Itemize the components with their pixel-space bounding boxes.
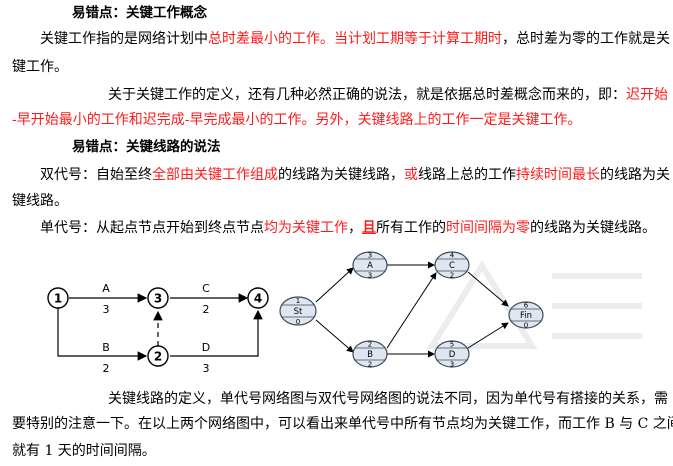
p4-text-e: 所有工作的 xyxy=(376,220,446,236)
p1-emphasis-b: 总时差最小的工作。 xyxy=(208,31,334,47)
paragraph-2-line-1: 关于关键工作的定义，还有几种必然正确的说法，就是依据总时差概念而来的，即：迟开始 xyxy=(108,86,668,104)
p4-text-g: 的线路为关键线路。 xyxy=(530,220,656,236)
paragraph-3-line-1: 双代号：自始至终全部由关键工作组成的线路为关键线路，或线路上总的工作持续时间最长… xyxy=(40,166,670,184)
p3-emphasis-b: 全部由关键工作组成 xyxy=(152,167,278,183)
activity-a-name: A xyxy=(102,282,110,295)
node-st: 1 St 0 xyxy=(279,296,317,326)
svg-text:1: 1 xyxy=(54,292,62,306)
heading-key-work-concept: 易错点：关键工作概念 xyxy=(72,5,207,21)
svg-text:C: C xyxy=(449,261,455,271)
p4-emphasis-d: 且 xyxy=(362,220,376,236)
p3-emphasis-f: 持续时间最长 xyxy=(516,167,600,183)
svg-text:3: 3 xyxy=(368,272,372,280)
p2-text-a: 关于关键工作的定义，还有几种必然正确的说法，就是依据总时差概念而来的，即： xyxy=(108,87,626,103)
activity-d-duration: 3 xyxy=(203,362,210,375)
p3-text-a: 双代号：自始至终 xyxy=(40,167,152,183)
p3-text-c: 的线路为关键线路， xyxy=(278,167,404,183)
svg-text:B: B xyxy=(367,350,373,360)
svg-text:3: 3 xyxy=(450,361,454,369)
svg-text:2: 2 xyxy=(368,341,372,349)
node-3: 3 xyxy=(147,287,169,309)
arrow-b xyxy=(57,307,148,361)
activity-b-name: B xyxy=(102,341,110,354)
paragraph-2-line-2: -早开始最小的工作和迟完成-早完成最小的工作。另外，关键线路上的工作一定是关键工… xyxy=(12,111,581,129)
p2-emphasis-b: 迟开始 xyxy=(626,87,668,103)
activity-a-duration: 3 xyxy=(103,303,110,316)
edge-b-c xyxy=(386,272,437,349)
node-d: 5 D 3 xyxy=(434,340,470,369)
p1-text-d: ，总时差为零的工作就是关 xyxy=(502,31,670,47)
activity-b-duration: 2 xyxy=(103,362,110,375)
p4-text-a: 单代号：从起点节点开始到终点节点 xyxy=(40,220,264,236)
p3-emphasis-d: 或 xyxy=(404,167,418,183)
p3-text-g: 的线路为关 xyxy=(600,167,670,183)
edge-st-b xyxy=(315,319,354,353)
activity-d-name: D xyxy=(202,341,210,354)
p4-text-c: ， xyxy=(348,220,362,236)
p1-emphasis-c: 当计划工期等于计算工期时 xyxy=(334,31,502,47)
p3-text-e: 线路上总的工作 xyxy=(418,167,516,183)
svg-text:4: 4 xyxy=(254,292,262,306)
paragraph-1-line-1: 关键工作指的是网络计划中总时差最小的工作。当计划工期等于计算工期时，总时差为零的… xyxy=(40,30,670,48)
activity-c-name: C xyxy=(202,282,210,295)
edge-d-fin xyxy=(467,322,509,349)
p2-emphasis-c: -早开始最小的工作和迟完成-早完成最小的工作。 xyxy=(12,112,316,128)
paragraph-5-line-2: 要特别的注意一下。在以上两个网络图中，可以看出来单代号中所有节点均为关键工作，而… xyxy=(12,416,673,432)
node-a: 3 A 3 xyxy=(352,251,388,280)
svg-text:4: 4 xyxy=(450,252,455,260)
svg-text:St: St xyxy=(294,307,303,317)
node-2: 2 xyxy=(147,345,169,367)
svg-text:2: 2 xyxy=(450,272,454,280)
paragraph-4-line-1: 单代号：从起点节点开始到终点节点均为关键工作，且所有工作的时间间隔为零的线路为关… xyxy=(40,219,656,237)
p4-emphasis-f: 时间间隔为零 xyxy=(446,220,530,236)
single-code-network-diagram: 1 St 0 3 A 3 2 B 2 4 C 2 xyxy=(279,251,544,369)
svg-text:3: 3 xyxy=(154,292,162,306)
svg-text:1: 1 xyxy=(296,297,300,305)
paragraph-5-line-3: 就有 1 天的时间间隔。 xyxy=(12,443,156,459)
paragraph-1-line-2: 键工作。 xyxy=(12,59,68,75)
node-fin: 6 Fin 0 xyxy=(508,301,544,330)
arrow-d xyxy=(170,309,263,357)
edge-st-a xyxy=(315,267,354,303)
svg-text:2: 2 xyxy=(368,361,372,369)
node-c: 4 C 2 xyxy=(434,251,470,280)
svg-text:D: D xyxy=(449,350,456,360)
node-b: 2 B 2 xyxy=(352,340,388,369)
svg-text:Fin: Fin xyxy=(520,311,532,321)
svg-text:A: A xyxy=(367,261,373,271)
paragraph-5-line-1: 关键线路的定义，单代号网络图与双代号网络图的说法不同，因为单代号有搭接的关系，需 xyxy=(108,391,668,407)
node-4: 4 xyxy=(247,287,269,309)
p4-emphasis-b: 均为关键工作 xyxy=(264,220,348,236)
svg-text:0: 0 xyxy=(296,318,300,326)
p1-text-a: 关键工作指的是网络计划中 xyxy=(40,31,208,47)
svg-text:2: 2 xyxy=(154,350,162,364)
svg-text:6: 6 xyxy=(524,302,529,310)
edge-c-fin xyxy=(467,271,509,307)
p2-emphasis-d: 另外，关键线路上的工作一定是关键工作。 xyxy=(315,112,582,128)
node-1: 1 xyxy=(47,287,69,309)
double-code-network-diagram: 1 3 4 2 A 3 C 2 B 2 D 3 xyxy=(47,282,269,375)
svg-text:0: 0 xyxy=(524,322,528,330)
svg-text:3: 3 xyxy=(368,252,372,260)
svg-text:5: 5 xyxy=(450,341,454,349)
paragraph-3-line-2: 键线路。 xyxy=(12,193,68,209)
heading-critical-path: 易错点：关键线路的说法 xyxy=(72,139,221,155)
activity-c-duration: 2 xyxy=(203,303,210,316)
